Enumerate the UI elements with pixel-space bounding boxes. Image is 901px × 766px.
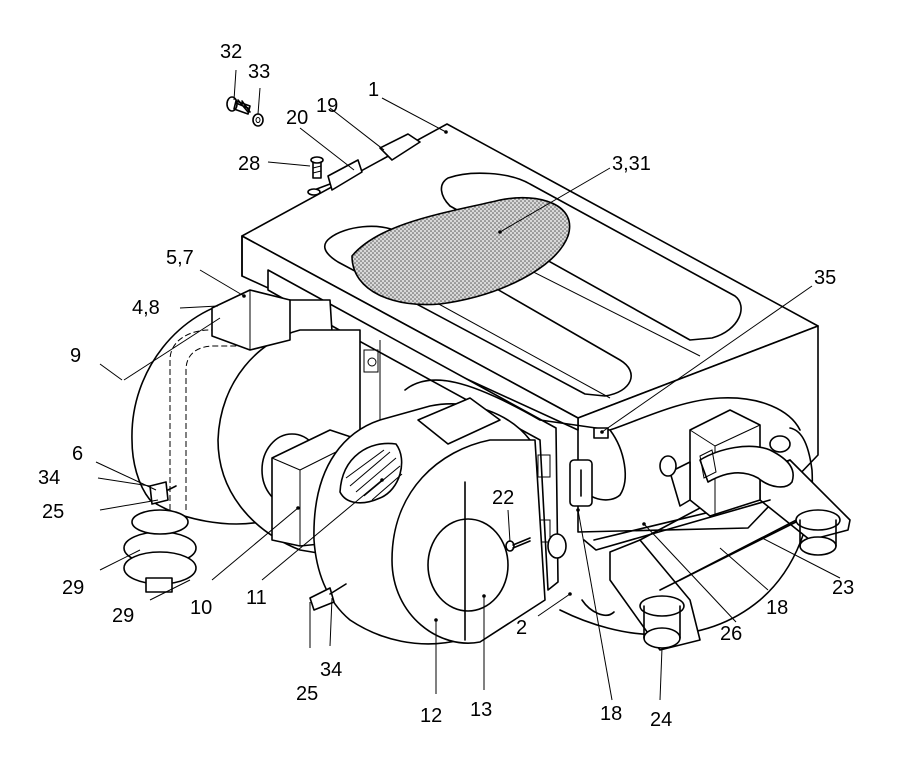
- callout-12: 12: [420, 705, 442, 727]
- callout-25-lower: 25: [296, 683, 318, 705]
- screw-27: [310, 156, 324, 179]
- callout-1: 1: [368, 79, 379, 101]
- callout-labels: 32 33 20 19 1 28 3,31 5,7 4,8 9 35 6 34 …: [38, 41, 854, 731]
- clamp-screw-25-left: [149, 481, 177, 505]
- callout-9: 9: [70, 345, 81, 367]
- callout-5-7: 5,7: [166, 247, 194, 269]
- coolant-hose: [659, 435, 794, 488]
- screw-32: [226, 96, 251, 115]
- callout-6: 6: [72, 443, 83, 465]
- callout-11: 11: [246, 587, 267, 609]
- mount-foot-24: [639, 595, 685, 649]
- filter-pad: [351, 196, 571, 306]
- callout-33: 33: [248, 61, 270, 83]
- callout-18-right: 18: [766, 597, 788, 619]
- callout-26: 26: [720, 623, 742, 645]
- callout-3-31: 3,31: [612, 153, 651, 175]
- callout-4-8: 4,8: [132, 297, 160, 319]
- connector-plug: [547, 459, 593, 559]
- callout-27: 28: [238, 153, 260, 175]
- washer-33: [252, 113, 264, 127]
- callout-28: 29: [62, 577, 84, 599]
- hose-clamp-28: [123, 509, 197, 593]
- callout-10: 10: [190, 597, 212, 619]
- callout-13: 13: [470, 699, 492, 721]
- callout-23: 23: [832, 577, 854, 599]
- callout-24: 24: [650, 709, 672, 731]
- leader-lines: [95, 69, 841, 701]
- callout-2: 2: [516, 617, 527, 639]
- screw-22: [505, 537, 531, 552]
- bottom-pipe: [581, 499, 771, 616]
- callout-25-left: 25: [42, 501, 64, 523]
- callout-34-lower: 34: [320, 659, 342, 681]
- callout-22: 22: [492, 487, 514, 509]
- callout-20: 20: [286, 107, 308, 129]
- callout-35: 35: [814, 267, 836, 289]
- callout-32: 32: [220, 41, 242, 63]
- callout-29: 29: [112, 605, 134, 627]
- top-bracket: [307, 133, 421, 196]
- front-blower: [313, 397, 546, 645]
- callout-19: 19: [316, 95, 338, 117]
- leader-dots: [242, 130, 646, 622]
- callout-34-left: 34: [38, 467, 60, 489]
- mount-foot-23: [795, 509, 841, 556]
- clamp-screw-25-lower: [309, 583, 347, 611]
- callout-18-lower: 18: [600, 703, 622, 725]
